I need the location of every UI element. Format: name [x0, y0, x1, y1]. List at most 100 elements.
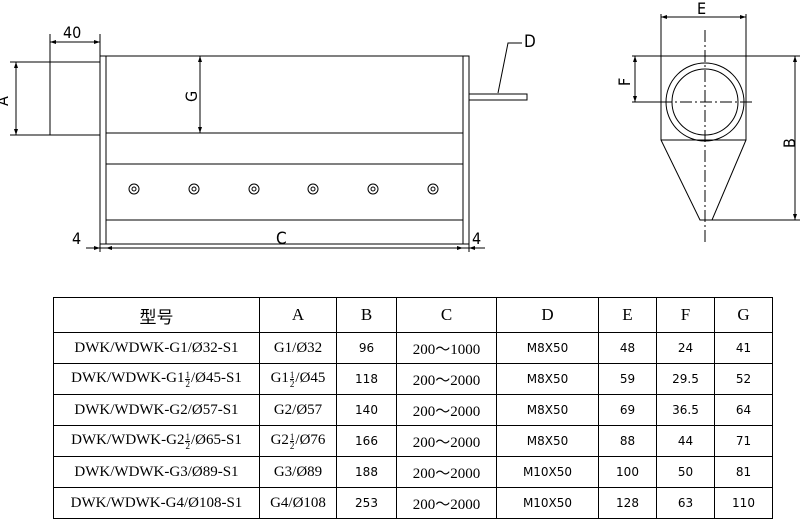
- header-d: D: [496, 297, 599, 333]
- fraction-denominator: 2: [185, 440, 190, 451]
- cell-text: G1: [270, 370, 289, 387]
- cell-f: 24: [656, 332, 715, 364]
- cell-f: 44: [656, 425, 715, 457]
- cell-a: G2/Ø57: [259, 394, 337, 426]
- mounting-hole: [188, 183, 200, 195]
- mounting-hole: [131, 186, 137, 192]
- header-g: G: [714, 297, 773, 333]
- cell-g: 71: [714, 425, 773, 457]
- cell-g: 41: [714, 332, 773, 364]
- cell-d: M8X50: [496, 394, 599, 426]
- cell-g: 64: [714, 394, 773, 426]
- cell-text: /Ø45: [295, 370, 326, 387]
- header-f: F: [656, 297, 715, 333]
- header-e: E: [598, 297, 657, 333]
- dim-f-label: F: [615, 78, 634, 86]
- fraction-denominator: 2: [289, 440, 295, 451]
- dim-left-4-label: 4: [72, 229, 81, 248]
- mounting-hole: [251, 186, 257, 192]
- fraction-numerator: 1: [289, 431, 295, 442]
- mounting-hole: [248, 183, 260, 195]
- rod-d: [468, 93, 528, 101]
- cell-c: 200～2000: [396, 487, 497, 519]
- cell-c: 200～2000: [396, 363, 497, 395]
- cell-f: 63: [656, 487, 715, 519]
- cell-text: DWK/WDWK-G1: [71, 370, 185, 387]
- cell-c: 200～1000: [396, 332, 497, 364]
- cell-c: 200～2000: [396, 425, 497, 457]
- mounting-hole: [430, 186, 436, 192]
- fraction-numerator: 1: [289, 369, 295, 380]
- cell-text: G2: [270, 432, 289, 449]
- cell-e: 88: [598, 425, 657, 457]
- mounting-hole: [307, 183, 319, 195]
- cell-text: /Ø45-S1: [190, 370, 242, 387]
- dim-40-label: 40: [63, 23, 81, 42]
- cell-g: 52: [714, 363, 773, 395]
- cell-g: 110: [714, 487, 773, 519]
- cell-c: 200～2000: [396, 394, 497, 426]
- cell-model: DWK/WDWK-G4/Ø108-S1: [53, 487, 260, 519]
- cell-e: 128: [598, 487, 657, 519]
- cell-c: 200～2000: [396, 456, 497, 488]
- inlet-pipe: [49, 61, 101, 136]
- cell-d: M8X50: [496, 332, 599, 364]
- fraction-numerator: 1: [185, 431, 190, 442]
- cell-b: 96: [336, 332, 397, 364]
- cell-b: 118: [336, 363, 397, 395]
- fraction-denominator: 2: [289, 378, 295, 389]
- cell-b: 166: [336, 425, 397, 457]
- cell-f: 36.5: [656, 394, 715, 426]
- header-model: 型号: [53, 297, 260, 333]
- right-flange: [462, 55, 470, 245]
- fraction-denominator: 2: [185, 378, 190, 389]
- header-b: B: [336, 297, 397, 333]
- cell-b: 253: [336, 487, 397, 519]
- cell-a: G4/Ø108: [259, 487, 337, 519]
- technical-drawing: 40 A G D C 4 4 E F B: [0, 0, 800, 252]
- cell-e: 100: [598, 456, 657, 488]
- leader-d: [497, 42, 522, 94]
- mounting-hole: [427, 183, 439, 195]
- cell-a: G1/Ø32: [259, 332, 337, 364]
- mounting-hole: [310, 186, 316, 192]
- cell-e: 48: [598, 332, 657, 364]
- dim-a-label: A: [0, 96, 12, 106]
- cell-text: DWK/WDWK-G2: [71, 432, 185, 449]
- cell-d: M10X50: [496, 456, 599, 488]
- cell-text: /Ø65-S1: [190, 432, 242, 449]
- fraction-numerator: 1: [185, 369, 190, 380]
- cell-b: 140: [336, 394, 397, 426]
- dim-c-label: C: [276, 229, 287, 249]
- dim-d-label: D: [524, 32, 536, 52]
- mounting-hole: [128, 183, 140, 195]
- mounting-hole: [191, 186, 197, 192]
- cell-e: 59: [598, 363, 657, 395]
- left-flange: [99, 55, 107, 245]
- mounting-hole: [370, 186, 376, 192]
- dim-g-label: G: [182, 91, 201, 102]
- dim-right-4-label: 4: [472, 229, 481, 248]
- cell-d: M8X50: [496, 425, 599, 457]
- mounting-hole: [367, 183, 379, 195]
- header-c: C: [396, 297, 497, 333]
- cell-b: 188: [336, 456, 397, 488]
- hopper-outline: [660, 55, 747, 221]
- header-a: A: [259, 297, 337, 333]
- cell-d: M10X50: [496, 487, 599, 519]
- cell-text: /Ø76: [295, 432, 326, 449]
- cell-e: 69: [598, 394, 657, 426]
- cell-model: DWK/WDWK-G2/Ø57-S1: [53, 394, 260, 426]
